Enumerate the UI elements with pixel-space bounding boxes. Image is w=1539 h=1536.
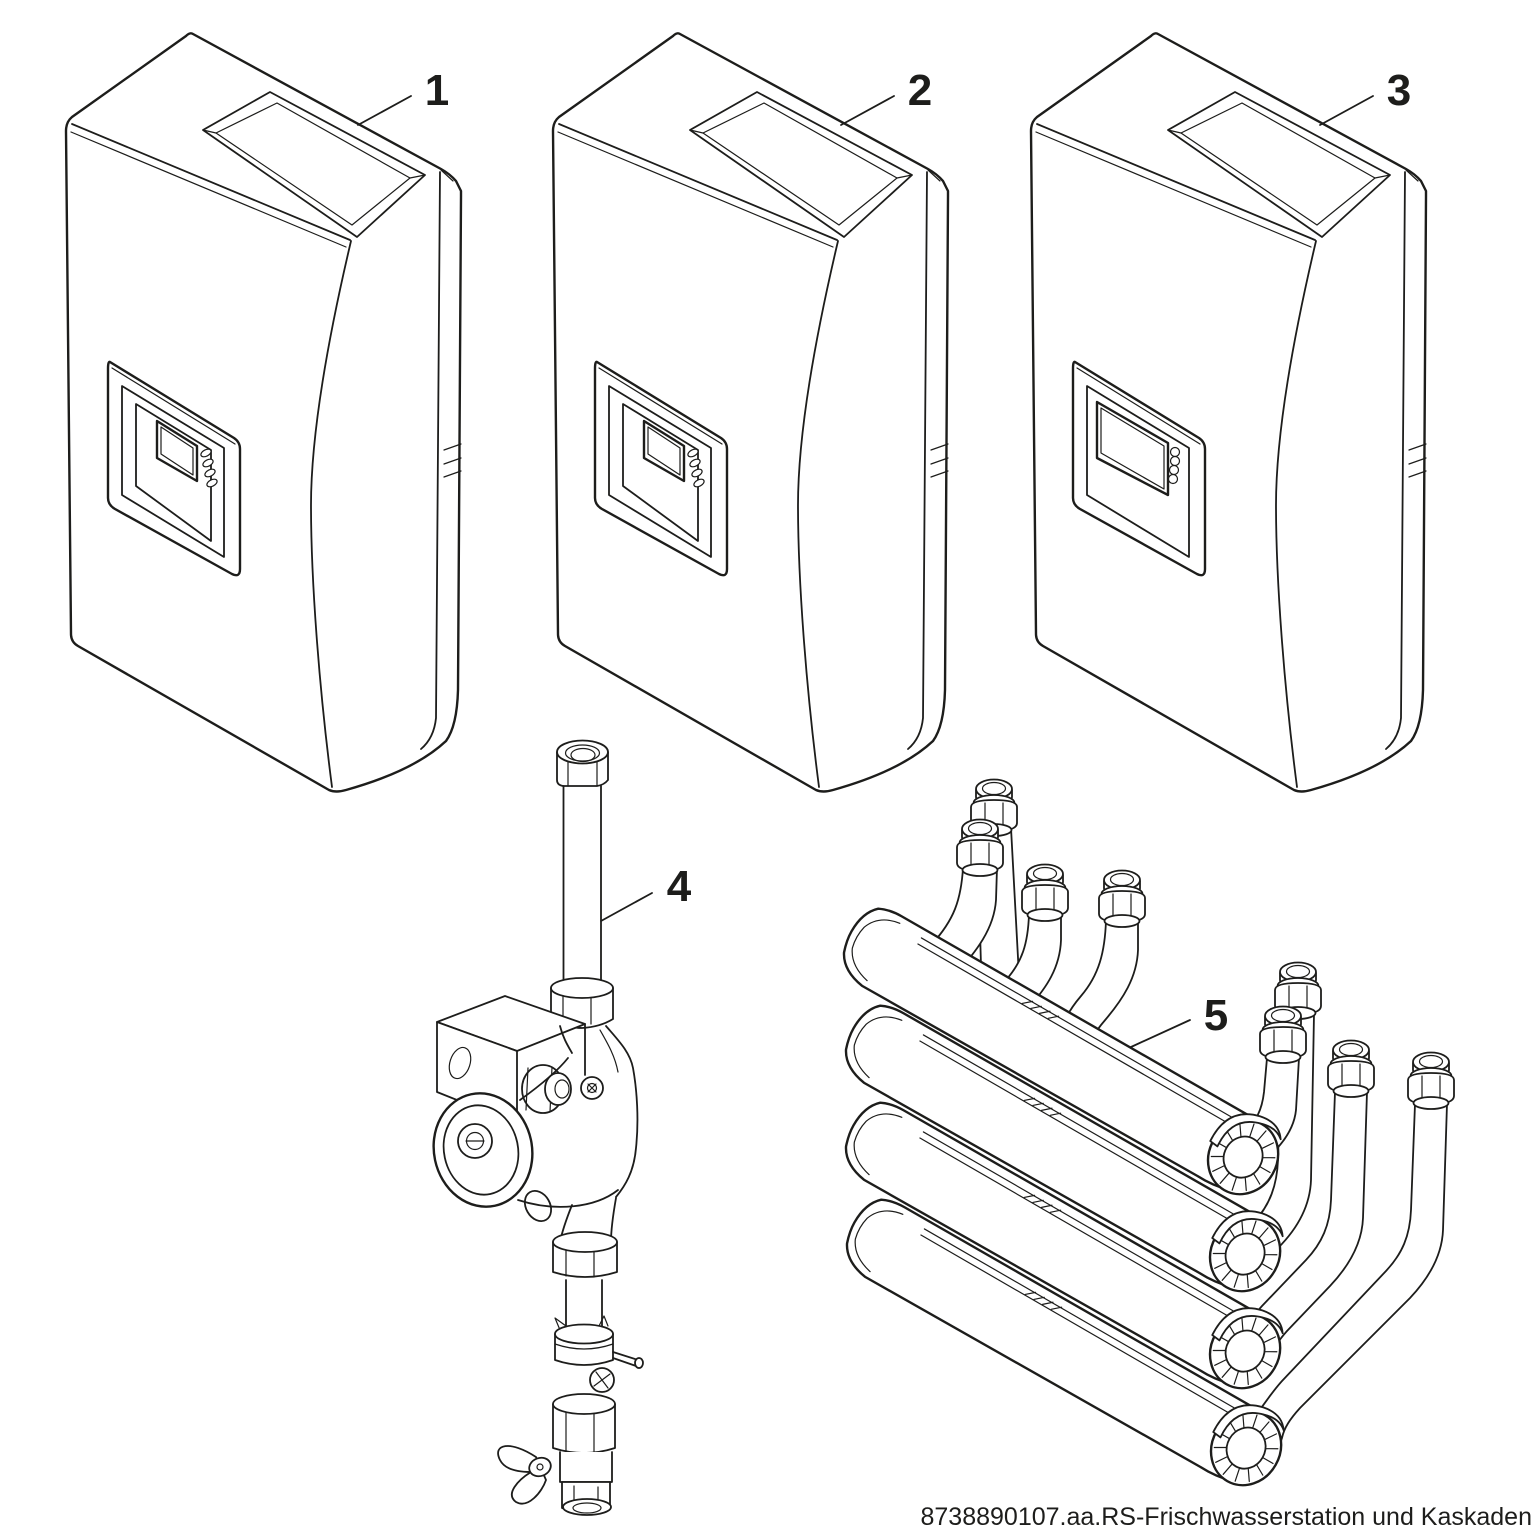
callout-4-label: 4	[667, 862, 692, 911]
cascade-manifold	[829, 778, 1455, 1501]
riser-fitting	[1098, 869, 1146, 928]
volute-neck	[559, 1025, 573, 1054]
pump-riser-pipe	[562, 785, 602, 984]
fresh-water-station-2	[551, 32, 950, 793]
screw-head	[580, 1076, 604, 1100]
lower-union-nut	[552, 1231, 618, 1278]
callout-2-label: 2	[908, 66, 932, 115]
volute-body-edge	[605, 1025, 639, 1198]
riser-fitting	[1021, 863, 1069, 922]
vent-lever	[523, 1190, 553, 1222]
fresh-water-station-3	[1029, 32, 1428, 793]
riser-fitting	[1327, 1039, 1375, 1098]
callout-3-label: 3	[1387, 66, 1411, 115]
riser-fitting	[1259, 1005, 1307, 1064]
cable-gland	[521, 1064, 572, 1114]
callout-3-leader	[1319, 95, 1374, 126]
callouts: 1 2 3 4 5	[357, 66, 1411, 1048]
diagram-caption: 8738890107.aa.RS-Frischwasserstation und…	[921, 1503, 1533, 1531]
top-union-nut	[556, 739, 609, 787]
fresh-water-station-1	[64, 32, 463, 793]
pump-assembly	[432, 739, 644, 1516]
valve-union-nut	[552, 1393, 616, 1454]
callout-1-label: 1	[425, 66, 449, 115]
pump-head	[432, 1057, 619, 1208]
ball-valve	[497, 1445, 613, 1516]
manifold-risers-right	[1239, 961, 1455, 1451]
callout-5-label: 5	[1204, 991, 1228, 1040]
riser-fitting	[1407, 1051, 1455, 1110]
callout-5-leader	[1130, 1019, 1191, 1048]
pipe-clamp	[554, 1315, 644, 1393]
callout-4-leader	[600, 892, 653, 922]
callout-2-leader	[840, 95, 895, 126]
callout-1-leader	[357, 95, 412, 126]
riser-fitting	[956, 818, 1004, 877]
